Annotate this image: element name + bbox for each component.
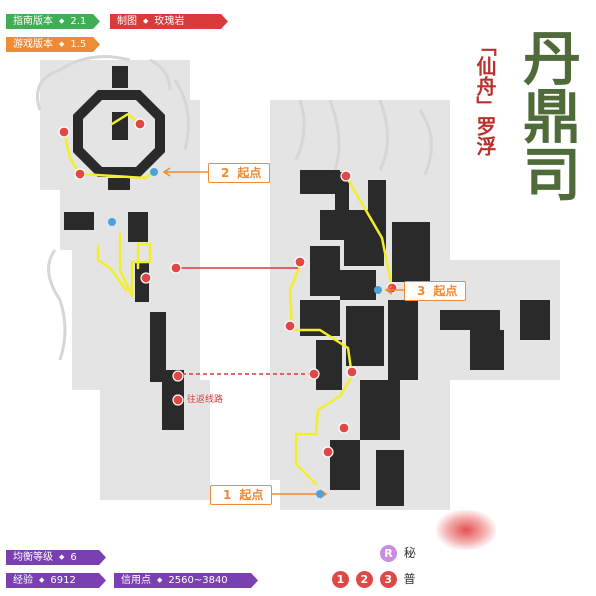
right-map-ornament xyxy=(294,99,433,176)
connector-lines xyxy=(176,267,312,375)
octagon-wall xyxy=(73,90,165,177)
return-route-label: 往返线路 xyxy=(187,395,224,405)
region-title: 「仙舟」罗浮 xyxy=(473,36,497,156)
exp-tag: 经验◆6912 xyxy=(6,573,106,588)
teleport-icons xyxy=(108,168,382,498)
secret-badge: R xyxy=(380,545,397,562)
left-map-ornament xyxy=(36,55,190,361)
route-badge-1: 1 xyxy=(332,571,349,588)
level-tag: 均衡等级◆6 xyxy=(6,550,106,565)
cartographer-tag: 制图◆玫瑰岩 xyxy=(110,14,228,29)
right-walls xyxy=(300,170,550,506)
route-badge-3: 3 xyxy=(379,571,397,588)
waypoint-markers xyxy=(58,118,398,458)
route-badge-2: 2 xyxy=(355,571,373,588)
area-title: 丹鼎司 xyxy=(513,28,581,202)
route-lines xyxy=(62,112,394,486)
legend-secret: R 秘 xyxy=(380,544,416,562)
credit-tag: 信用点◆2560~3840 xyxy=(114,573,258,588)
legend-glow xyxy=(436,510,496,550)
game-version-tag: 游戏版本◆1.5 xyxy=(6,37,100,52)
left-walls xyxy=(64,66,184,430)
guide-version-tag: 指南版本◆2.1 xyxy=(6,14,100,29)
legend-route: 1 2 3 普 xyxy=(332,570,416,588)
